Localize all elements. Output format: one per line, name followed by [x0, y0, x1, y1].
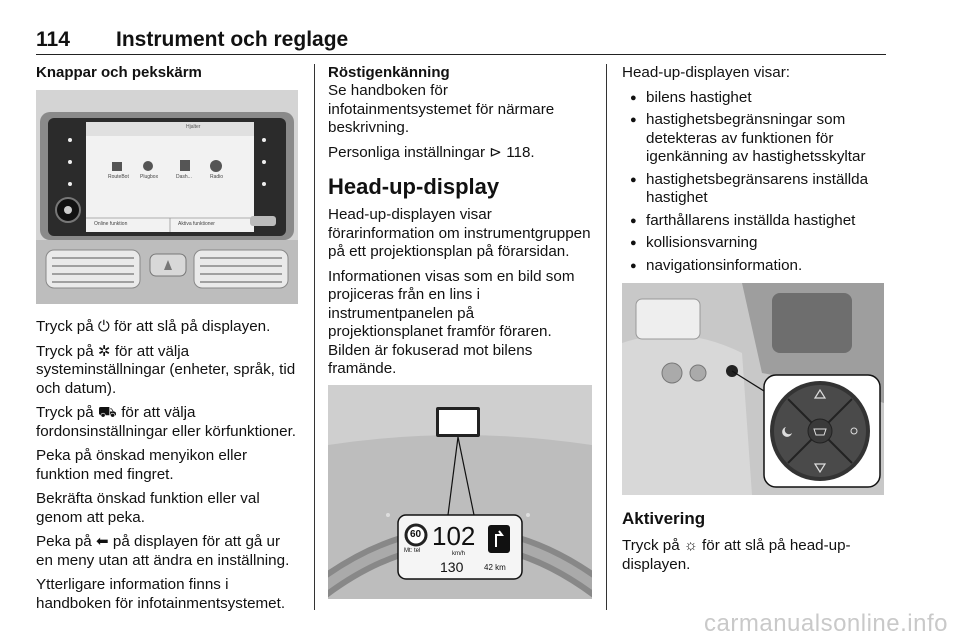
paragraph: Peka på önskad menyikon eller funktion m… — [36, 447, 248, 483]
screen-icon-label: Dash... — [176, 174, 192, 180]
paragraph: Bekräfta önskad funktion eller val genom… — [36, 490, 260, 526]
hud-cruise: 130 — [440, 558, 464, 575]
list-item: navigationsinformation. — [622, 257, 888, 276]
hud-limit-sub: Mt: tel — [404, 547, 421, 554]
page-header: 114 Instrument och reglage — [36, 24, 886, 55]
column-left: Knappar och pekskärm Hjalter — [36, 64, 300, 619]
column-divider — [314, 64, 315, 610]
paragraph: Peka på ⬅ på displayen för att gå ur en … — [36, 533, 290, 569]
hud-limit: 60 — [410, 528, 422, 540]
list-item: hastighetsbegränsningar som detekteras a… — [622, 111, 888, 167]
paragraph: Se handboken för infotainmentsystemet fö… — [328, 82, 555, 136]
paragraph: Personliga inställningar ⊳ 118. — [328, 143, 535, 161]
paragraph: Informationen visas som en bild som proj… — [328, 267, 575, 378]
list-item: farthållarens inställda hastighet — [622, 212, 888, 231]
column-right: Head-up-displayen visar: bilens hastighe… — [622, 64, 888, 580]
hud-control-image — [622, 283, 884, 495]
paragraph: Tryck på ✲ för att välja systeminställni… — [36, 342, 296, 397]
section-heading: Aktivering — [622, 509, 706, 528]
paragraph: Ytterligare information finns i handboke… — [36, 576, 286, 612]
list-item: hastighetsbegränsarens inställda hastigh… — [622, 171, 888, 208]
section-heading: Knappar och pekskärm — [36, 64, 202, 81]
page-number: 114 — [36, 28, 70, 51]
screen-bottom-left: Online funktion — [94, 221, 128, 227]
screen-status-text: Hjalter — [186, 124, 201, 130]
hud-speed-unit: km/h — [452, 550, 466, 557]
head-up-display-image: 60 Mt: tel 102 km/h 130 42 km — [328, 384, 592, 599]
hud-speed: 102 — [432, 520, 476, 551]
screen-icon-label: Plugbox — [140, 174, 159, 180]
screen-icon-label: RouteBot — [108, 174, 129, 180]
list-item: kollisionsvarning — [622, 234, 888, 253]
paragraph: Head-up-displayen visar: — [622, 64, 790, 81]
page-title: Instrument och reglage — [116, 28, 349, 51]
infotainment-image: Hjalter RouteBot Plugbox Dash... Radio O… — [36, 90, 298, 304]
paragraph: Head-up-displayen visar förarinformation… — [328, 206, 591, 260]
column-divider — [606, 64, 607, 610]
list-item: bilens hastighet — [622, 89, 888, 108]
subheading: Röstigenkänning — [328, 64, 450, 81]
screen-icon-label: Radio — [210, 174, 224, 180]
section-heading: Head-up-display — [328, 174, 500, 199]
feature-list: bilens hastighet hastighetsbegränsningar… — [622, 89, 888, 276]
paragraph: Tryck på ☼ för att slå på head-up-displa… — [622, 537, 851, 573]
watermark: carmanualsonline.info — [704, 610, 948, 637]
paragraph: Tryck på ⏻ för att slå på displayen. — [36, 318, 271, 335]
paragraph: Tryck på ⛟ för att välja fordonsinställn… — [36, 404, 297, 440]
screen-bottom-right: Aktiva funktioner — [178, 221, 215, 227]
hud-distance: 42 km — [484, 562, 506, 572]
column-middle: Röstigenkänning Se handboken för infotai… — [328, 64, 592, 599]
